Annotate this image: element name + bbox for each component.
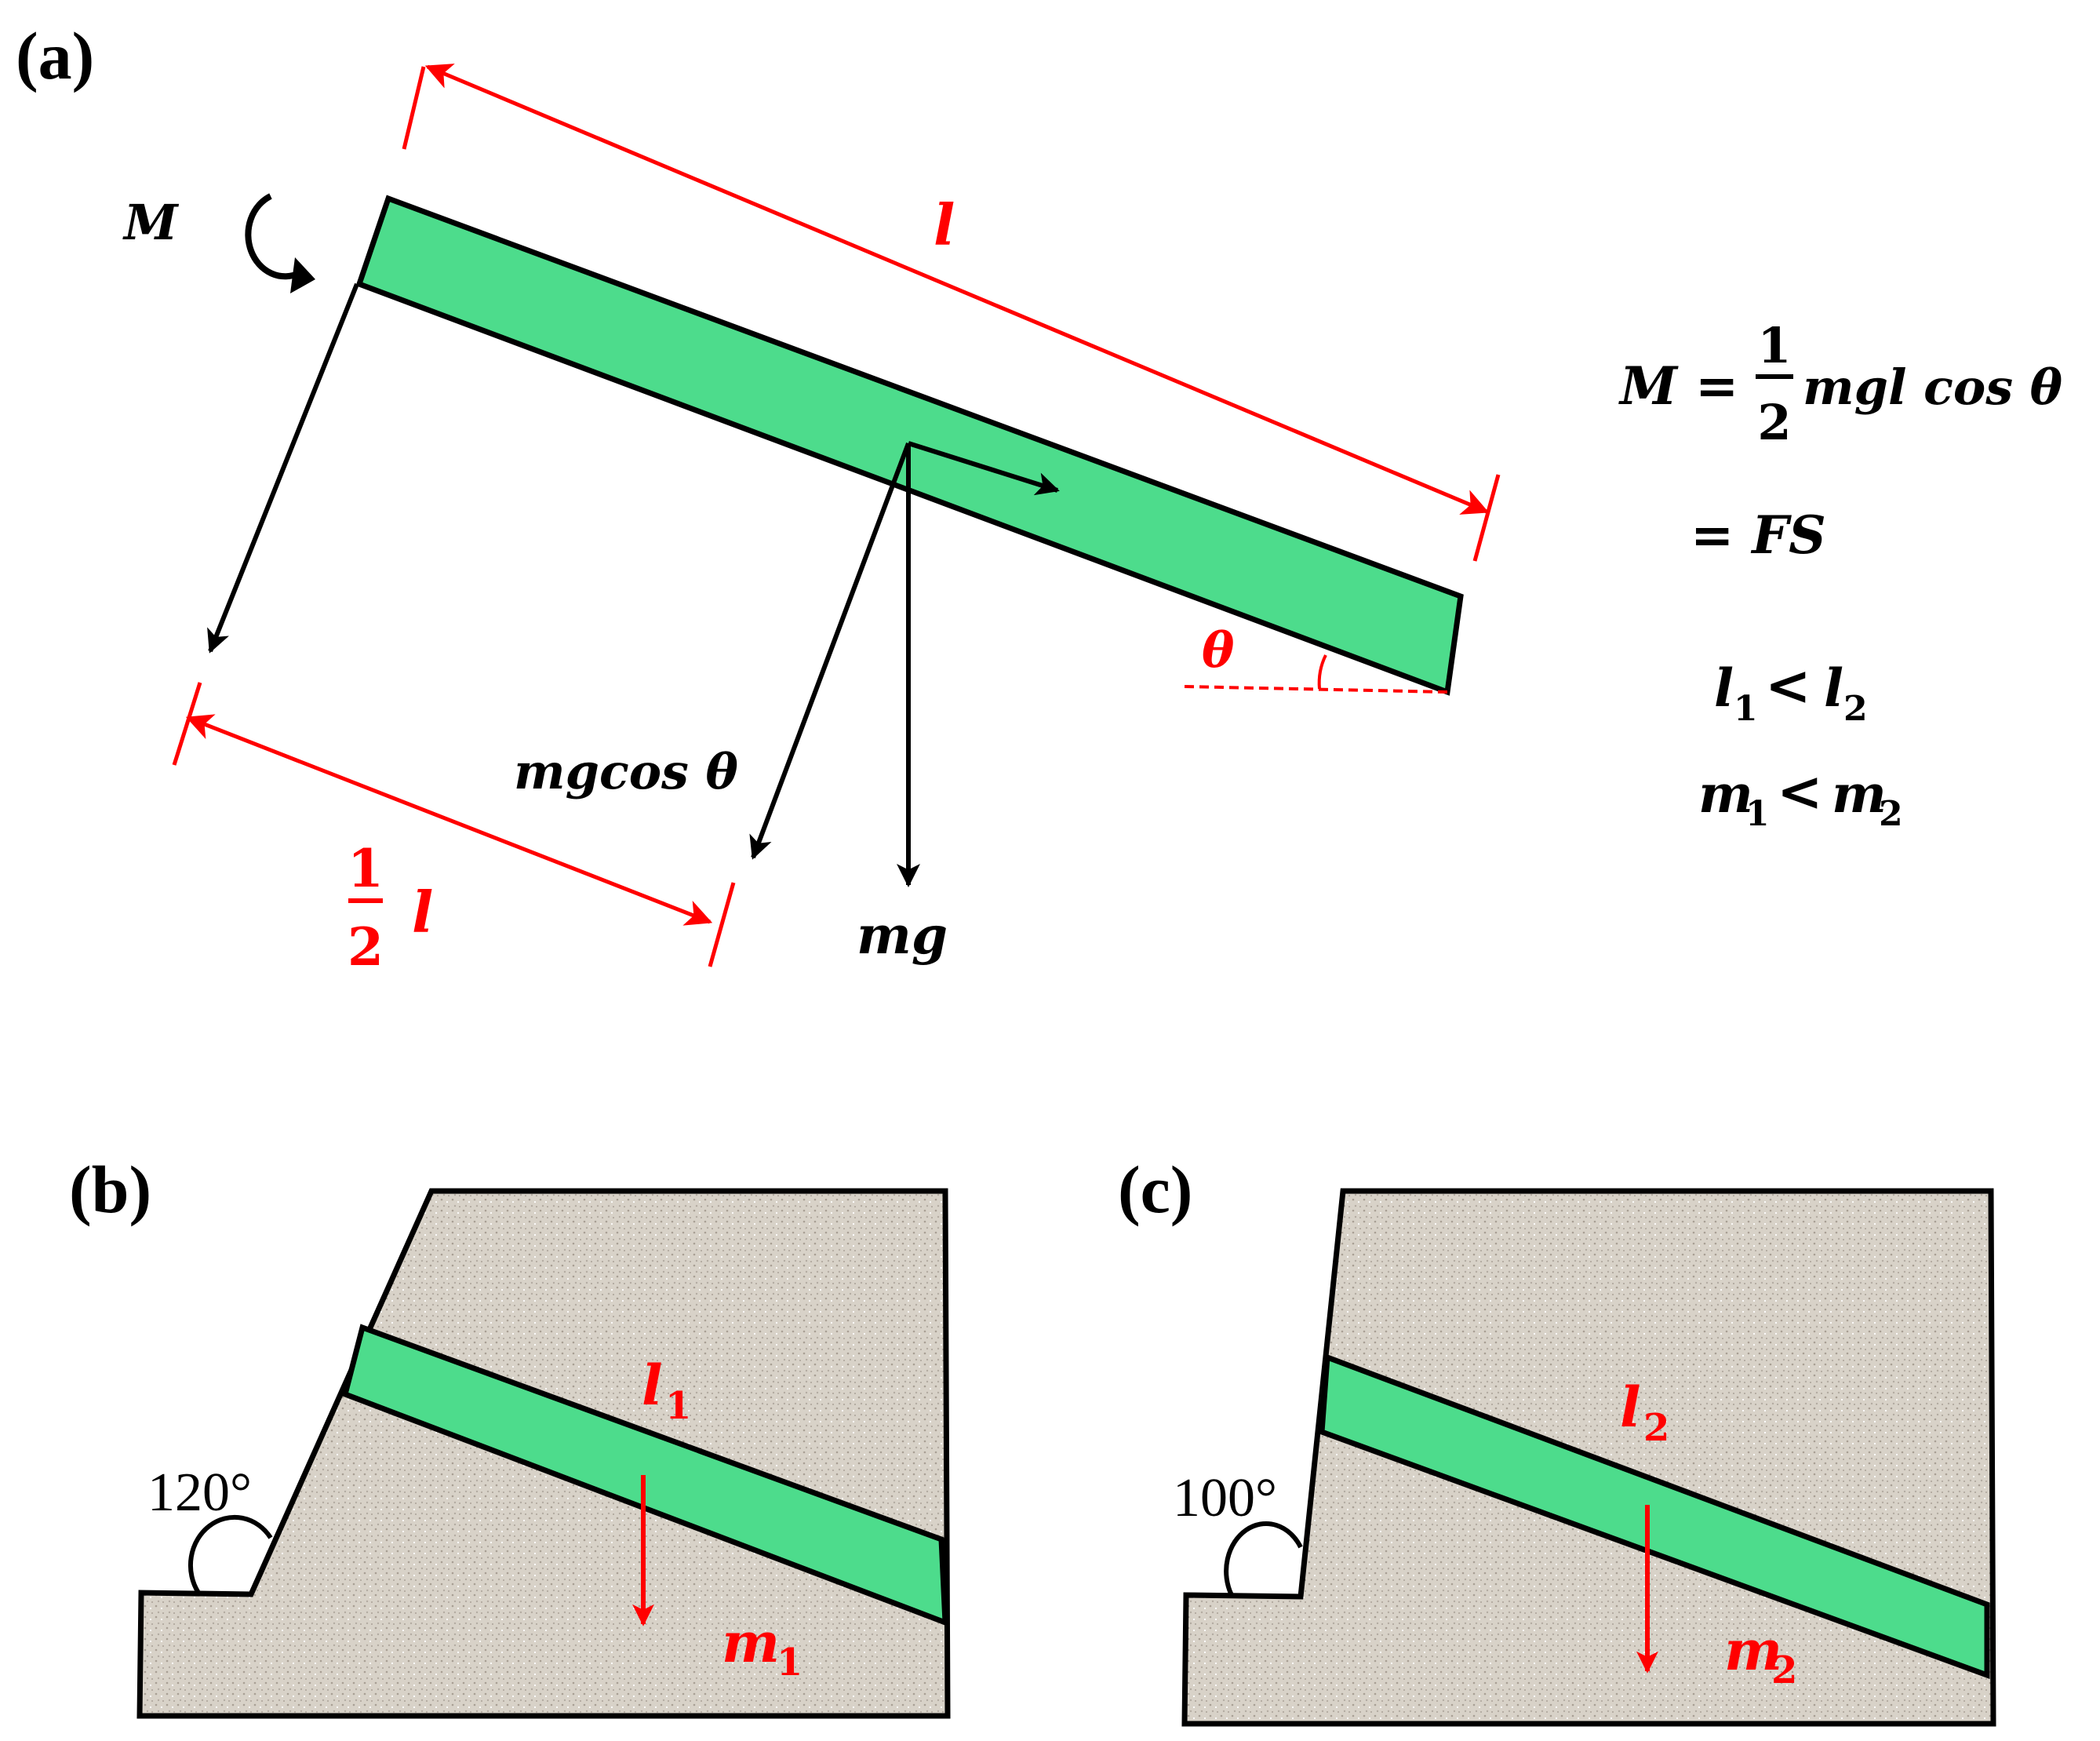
half-length-dimension-line [185, 714, 713, 926]
moment-arrow [245, 193, 301, 280]
moment-arrowhead [290, 257, 315, 293]
mass-sub: 1 [777, 1641, 803, 1685]
slope-angle-label: 100° [1173, 1468, 1277, 1528]
slope-angle-arc [1224, 1521, 1303, 1597]
ineq1-a: l [1714, 657, 1734, 719]
ineq2-b-sub: 2 [1879, 794, 1903, 834]
mass-label: m [722, 1610, 780, 1675]
ineq1-b: l [1824, 657, 1843, 719]
length-label: l [642, 1353, 663, 1418]
moment-label: M [122, 194, 180, 251]
half-length-label: 1 2 l [348, 838, 433, 978]
length-label: l [934, 191, 955, 258]
shear-force-arrow [908, 441, 1060, 496]
inequality-length: l 1 < l 2 [1714, 653, 1868, 729]
half-tick-left [172, 682, 202, 766]
length-tick-left [402, 66, 426, 150]
rock-layer [1319, 1353, 1990, 1680]
panel-c-label: (c) [1118, 1152, 1192, 1227]
length-sub: 1 [665, 1384, 691, 1428]
normal-force-label: mgcos θ [514, 743, 739, 800]
ineq2-a-sub: 1 [1745, 794, 1770, 834]
weight-label: mg [857, 905, 948, 966]
horizontal-reference-line [1184, 685, 1448, 694]
normal-force-arrow [749, 442, 911, 860]
half-tick-right [708, 882, 736, 967]
ineq2-a: m [1698, 763, 1753, 825]
panel-c: (c) 100° l 2 m 2 [1118, 1152, 1996, 1727]
ineq1-b-sub: 2 [1843, 689, 1868, 729]
length-label: l [1620, 1375, 1641, 1440]
length-sub: 2 [1643, 1406, 1669, 1450]
eq1-denominator: 2 [1757, 394, 1791, 451]
ineq1-a-sub: 1 [1734, 689, 1758, 729]
angle-arc [1317, 654, 1327, 690]
half-numerator: 1 [348, 838, 384, 899]
panel-a-label: (a) [16, 18, 94, 93]
inequality-mass: m 1 < m 2 [1698, 759, 1903, 834]
slope-angle-arc [187, 1514, 273, 1594]
half-denominator: 2 [348, 916, 384, 978]
panel-b: (b) 120° l 1 m 1 [69, 1152, 951, 1719]
slope-angle-label: 120° [147, 1462, 252, 1523]
panel-a: (a) M l 1 2 l mgcos θ mg θ [16, 18, 2063, 978]
ineq2-op: < [1777, 759, 1823, 824]
length-tick-right [1472, 474, 1501, 562]
angle-label: θ [1202, 621, 1235, 679]
mass-sub: 2 [1771, 1648, 1797, 1692]
eq1-lhs: M = [1618, 355, 1738, 417]
equations: M = 1 2 mgl cos θ = FS l 1 < l 2 m 1 < m… [1618, 317, 2063, 834]
eq2: = FS [1691, 504, 1826, 566]
length-dimension-line [424, 64, 1490, 515]
mass-label: m [1724, 1618, 1782, 1683]
eq1-numerator: 1 [1757, 317, 1791, 374]
ineq2-b: m [1832, 763, 1887, 825]
eq1-rhs: mgl cos θ [1803, 359, 2063, 416]
half-variable: l [412, 879, 433, 945]
panel-b-label: (b) [69, 1152, 151, 1227]
lever-arm-line [207, 282, 359, 654]
ineq1-op: < [1765, 653, 1811, 718]
